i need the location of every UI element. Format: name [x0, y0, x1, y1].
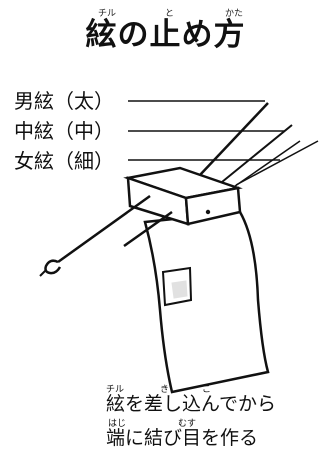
caption-ruby-1-a: チル — [106, 385, 125, 395]
caption-ruby-2-b: むす — [178, 419, 197, 429]
title-ruby-2: と — [165, 9, 175, 19]
caption-ruby-1-b: き — [160, 385, 170, 395]
page-title: 絃の止め方 — [85, 17, 246, 53]
string-labels: 男絃（太） 中絃（中） 女絃（細） — [14, 86, 114, 176]
caption-line-1: 絃を差し込んでから — [106, 393, 277, 415]
bridge-hole — [161, 266, 193, 307]
bridge-body — [143, 210, 270, 394]
string-lower-through — [123, 210, 173, 248]
caption: チル き こ 絃を差し込んでから はじ むす 端に結び目を作る — [106, 382, 331, 450]
knot-tail — [39, 269, 47, 277]
caption-ruby-1: チル き こ — [106, 382, 331, 395]
string-extra-line — [235, 140, 319, 186]
string-through-block — [57, 194, 151, 264]
bridge-peg-dot — [205, 209, 211, 215]
label-thin-string: 女絃（細） — [14, 149, 114, 173]
title-ruby-3: かた — [225, 9, 244, 19]
title-ruby: チル と かた — [0, 6, 331, 19]
title-block: チル と かた 絃の止め方 — [0, 6, 331, 52]
bridge-side-face — [184, 186, 242, 226]
bridge-hole-shadow — [171, 280, 188, 299]
caption-ruby-1-c: こ — [202, 385, 212, 395]
caption-ruby-2: はじ むす — [106, 416, 331, 429]
title-ruby-1: チル — [98, 9, 117, 19]
label-thick-string: 男絃（太） — [14, 89, 114, 113]
caption-ruby-2-a: はじ — [108, 419, 127, 429]
caption-line-2: 端に結び目を作る — [106, 427, 259, 449]
label-middle-string: 中絃（中） — [14, 119, 114, 143]
knot — [44, 259, 62, 275]
